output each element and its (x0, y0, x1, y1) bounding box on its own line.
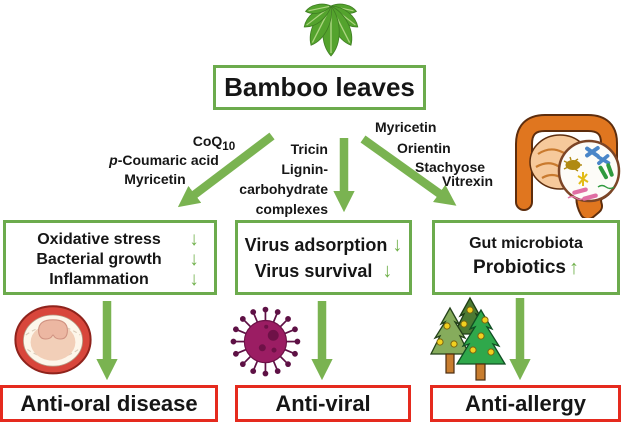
coq10-base: CoQ (192, 133, 223, 149)
compound-label-vitrexin: Vitrexin (442, 173, 494, 189)
effect-label: Probiotics (473, 257, 566, 278)
down-arrow-icon: ↓ (392, 234, 403, 256)
arrow-to-oral-box (177, 132, 275, 208)
compound-label-tricin: Tricin (290, 141, 328, 157)
p-coumaric-rest: -Coumaric acid (117, 152, 219, 168)
anti-viral-box: Anti-viral (235, 385, 411, 422)
gut-microbiota-icon (515, 114, 621, 218)
compound-label-coq10: CoQ10 (193, 133, 236, 155)
compound-label-myricetin-right: Myricetin (375, 119, 437, 135)
down-arrow-icon: ↓ (189, 249, 199, 270)
effect-label: Gut microbiota (469, 235, 583, 252)
bacteria-glyphs (563, 145, 615, 201)
down-arrow-icon: ↓ (189, 269, 199, 290)
virus-icon (230, 306, 301, 377)
compound-label-p-coumaric-acid: p-Coumaric acid (109, 152, 219, 168)
effect-label: Virus survival (254, 260, 373, 281)
anti-allergy-box: Anti-allergy (430, 385, 621, 422)
compound-label-myricetin-left: Myricetin (124, 171, 186, 187)
compound-label-stachyose: Stachyose (415, 159, 486, 175)
compound-labels-middle: Tricin Lignin- carbohydrate complexes (239, 139, 328, 219)
compound-label-orientin: Orientin (397, 140, 451, 156)
outcome-label: Anti-allergy (464, 390, 587, 416)
effect-row: Bacterial growth ↓ (16, 250, 206, 270)
effect-row: Gut microbiota (435, 233, 617, 255)
oral-effects-box: Oxidative stress ↓ Bacterial growth ↓ In… (3, 220, 217, 295)
effect-row: Oxidative stress ↓ (16, 230, 206, 250)
allergy-effects-box: Gut microbiota Probiotics ↑ (432, 220, 620, 295)
effect-label: Inflammation (49, 271, 149, 288)
pollen-trees-icon (429, 296, 507, 381)
diagram-title: Bamboo leaves (224, 72, 415, 102)
bamboo-leaves-box: Bamboo leaves (213, 65, 426, 110)
compound-label-carbohydrate: carbohydrate (239, 181, 328, 197)
arrow-to-allergy-box (360, 135, 457, 206)
effect-label: Bacterial growth (36, 251, 162, 268)
down-arrow-icon: ↓ (382, 260, 393, 282)
green-arrows (96, 132, 531, 381)
up-arrow-icon: ↑ (568, 257, 579, 279)
effect-label: Oxidative stress (37, 231, 161, 248)
effect-row: Virus survival ↓ (238, 258, 409, 284)
bamboo-leaves-icon (303, 3, 359, 57)
down-arrow-icon: ↓ (189, 229, 199, 250)
effect-row: Inflammation ↓ (16, 270, 206, 290)
effect-row: Probiotics ↑ (435, 255, 617, 281)
outcome-label: Anti-viral (275, 390, 371, 416)
compound-label-complexes: complexes (255, 201, 328, 217)
effect-label: Virus adsorption (244, 234, 388, 255)
viral-effects-box: Virus adsorption ↓ Virus survival ↓ (235, 220, 412, 295)
p-italic: p (109, 152, 118, 168)
open-mouth-icon (14, 305, 92, 375)
coq10-subscript: 10 (222, 139, 236, 153)
anti-oral-disease-box: Anti-oral disease (0, 385, 218, 422)
outcome-label: Anti-oral disease (20, 390, 198, 416)
effect-row: Virus adsorption ↓ (238, 232, 409, 258)
compound-label-lignin: Lignin- (281, 161, 328, 177)
